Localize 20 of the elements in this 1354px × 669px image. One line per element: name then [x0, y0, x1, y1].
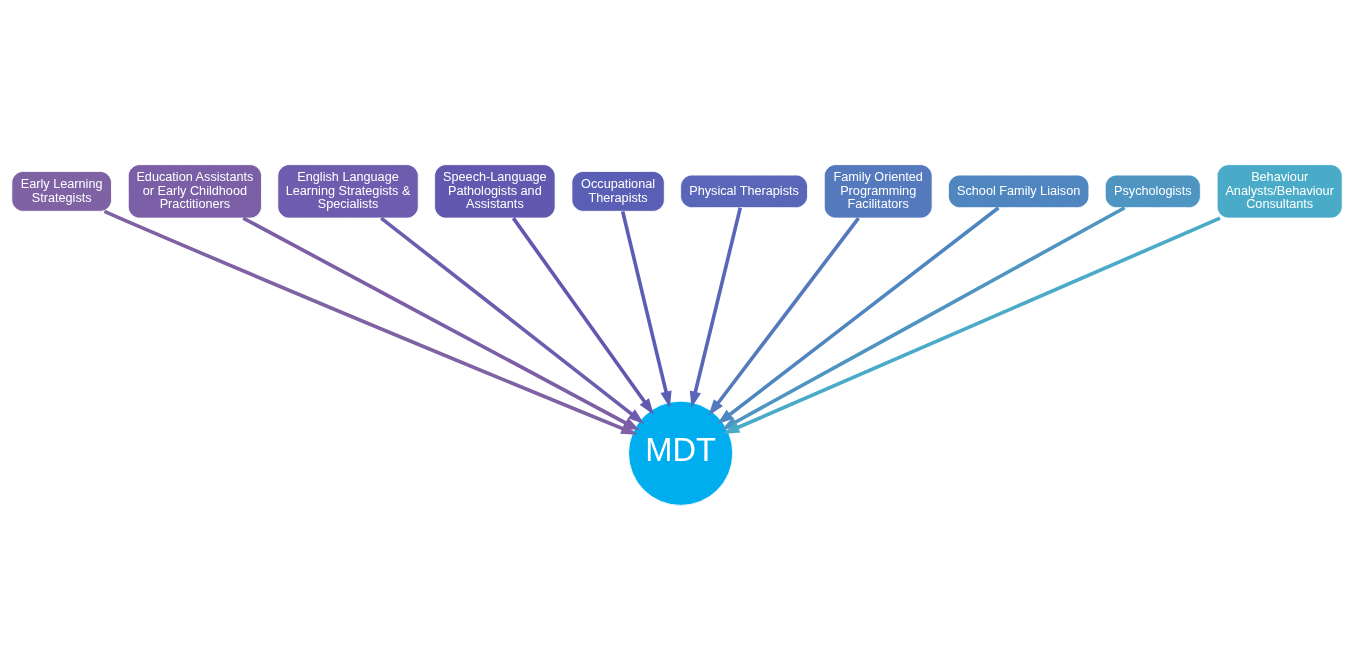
arrow — [717, 205, 1000, 424]
node-box: Speech-Language Pathologists and Assistants — [434, 163, 556, 219]
arrow — [708, 216, 860, 416]
node-box: Physical Therapists — [680, 174, 808, 208]
arrow — [103, 209, 638, 435]
node-box: English Language Learning Strategists & Specialists — [277, 163, 419, 219]
arrow — [689, 206, 743, 408]
node-box: Early Learning Strategists — [11, 170, 112, 212]
arrow — [511, 216, 654, 415]
node-box: Psychologists — [1104, 174, 1201, 208]
node-box: School Family Liaison — [947, 174, 1090, 208]
node-box: Family Oriented Programming Facilitators — [823, 163, 933, 219]
arrow — [380, 216, 645, 424]
node-box: Education Assistants or Early Childhood Practitioners — [127, 163, 262, 219]
node-box: Occupational Therapists — [571, 170, 665, 212]
arrow — [620, 210, 672, 408]
arrow — [242, 216, 640, 430]
arrow — [723, 216, 1221, 434]
node-box: Behaviour Analysts/Behaviour Consultants — [1216, 163, 1343, 219]
arrow — [721, 205, 1126, 430]
